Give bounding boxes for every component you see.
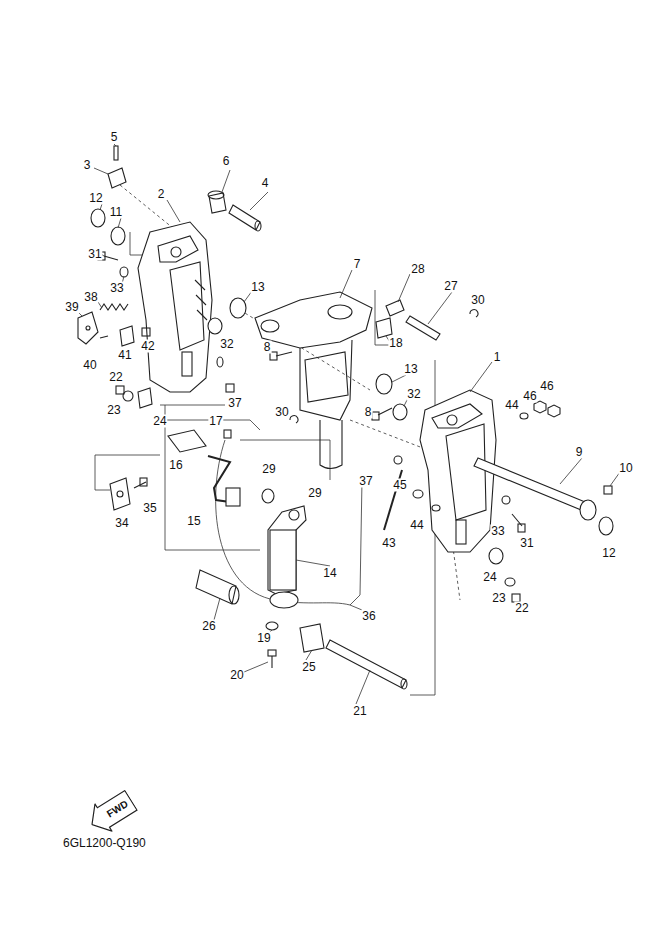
callout-number: 32 [406, 388, 421, 401]
callout-number: 24 [482, 571, 497, 584]
callout-number: 20 [229, 669, 244, 682]
callout-number: 31 [519, 537, 534, 550]
callout-number: 40 [82, 359, 97, 372]
callout-number: 25 [301, 661, 316, 674]
callout-number: 13 [250, 281, 265, 294]
callout-number: 24 [152, 415, 167, 428]
callout-number: 21 [352, 705, 367, 718]
callout-number: 45 [392, 479, 407, 492]
callout-number: 35 [142, 502, 157, 515]
callout-number: 37 [358, 475, 373, 488]
callout-number: 27 [443, 280, 458, 293]
callout-number: 12 [601, 547, 616, 560]
callout-number: 14 [322, 567, 337, 580]
callout-number: 19 [256, 632, 271, 645]
callout-number: 33 [490, 525, 505, 538]
callout-number: 44 [409, 519, 424, 532]
callout-number: 15 [186, 515, 201, 528]
callout-number: 17 [208, 415, 223, 428]
callout-number: 38 [83, 291, 98, 304]
callout-number: 22 [108, 371, 123, 384]
callout-number: 1 [493, 351, 502, 364]
callout-number: 41 [117, 349, 132, 362]
callout-number: 33 [109, 282, 124, 295]
callout-number: 39 [64, 301, 79, 314]
callout-number: 6 [222, 155, 231, 168]
callout-number: 16 [168, 459, 183, 472]
callout-number: 29 [307, 487, 322, 500]
callout-number: 34 [114, 517, 129, 530]
callout-number: 7 [353, 258, 362, 271]
callout-number: 43 [381, 537, 396, 550]
callout-number: 12 [88, 192, 103, 205]
callout-number: 37 [227, 397, 242, 410]
callout-number: 26 [201, 620, 216, 633]
callout-number: 5 [110, 131, 119, 144]
callout-number: 44 [504, 399, 519, 412]
callout-number: 30 [274, 406, 289, 419]
callout-number: 32 [219, 338, 234, 351]
callout-number: 23 [106, 404, 121, 417]
callout-number: 13 [403, 363, 418, 376]
callout-number: 36 [361, 610, 376, 623]
callout-number: 42 [140, 340, 155, 353]
callout-number: 46 [539, 380, 554, 393]
callout-number: 4 [261, 177, 270, 190]
callout-number: 22 [514, 602, 529, 615]
callout-number: 11 [109, 206, 123, 219]
callout-number: 10 [618, 462, 633, 475]
callout-number: 3 [83, 159, 92, 172]
forward-arrow: FWD [82, 786, 139, 839]
callout-number: 23 [491, 592, 506, 605]
callout-number: 29 [261, 463, 276, 476]
callout-number: 31 [87, 248, 102, 261]
callout-number: 8 [263, 341, 272, 354]
callout-number: 30 [470, 294, 485, 307]
callout-number: 2 [157, 188, 166, 201]
callout-number: 46 [522, 390, 537, 403]
callout-number: 18 [388, 337, 403, 350]
diagram-code: 6GL1200-Q190 [62, 837, 147, 850]
callout-number: 9 [575, 446, 584, 459]
callout-number: 8 [364, 406, 373, 419]
callout-number: 28 [410, 263, 425, 276]
